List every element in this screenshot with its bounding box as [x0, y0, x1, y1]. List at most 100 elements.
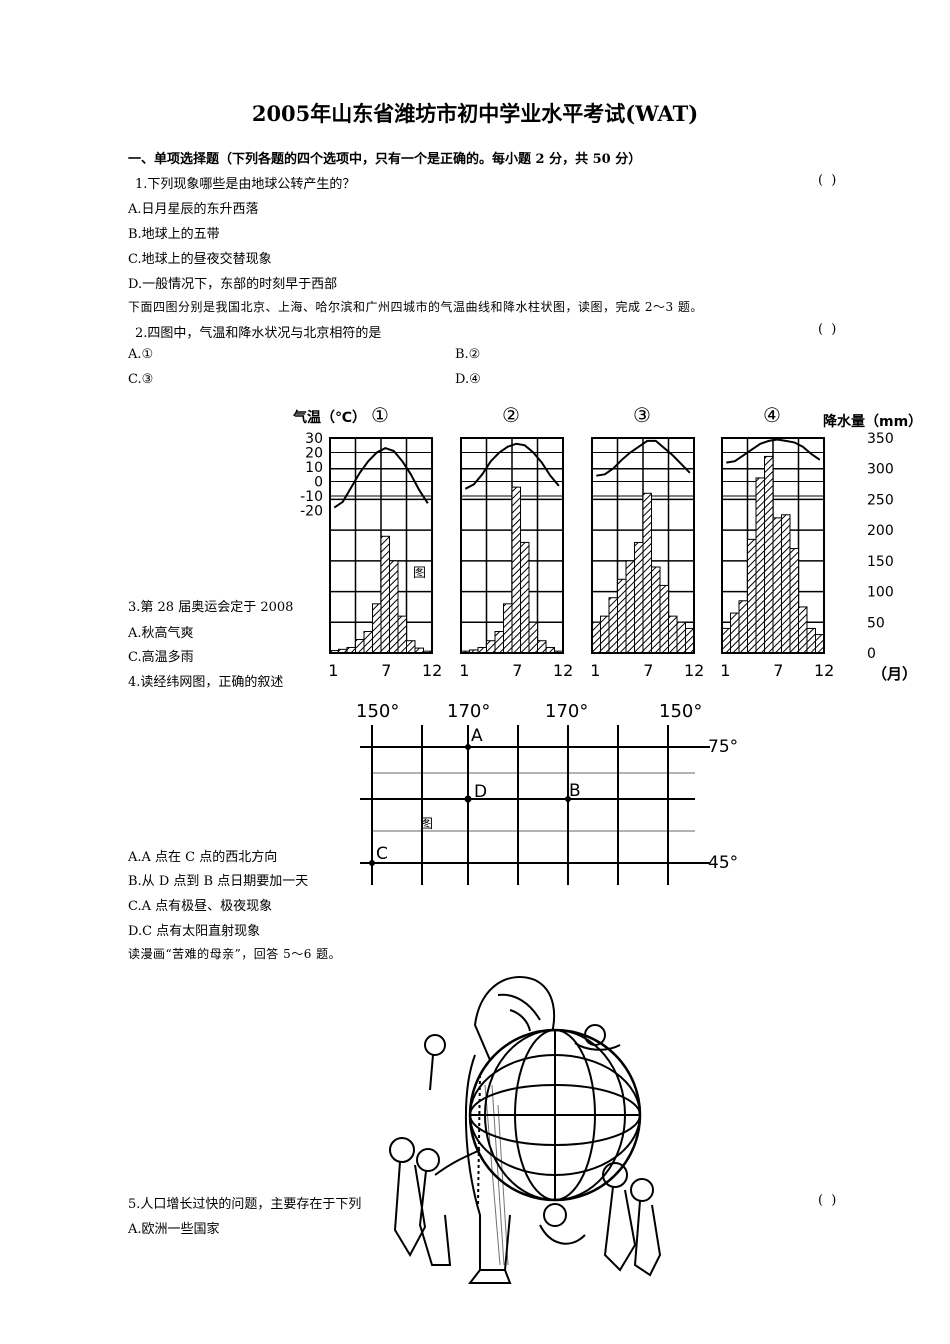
question-3-option-c[interactable]: C.高温多雨: [128, 650, 194, 665]
intro-questions-5-6: 读漫画“苦难的母亲”，回答 5～6 题。: [128, 947, 342, 961]
panel-number-label: ③: [633, 403, 651, 427]
precip-tick-label: 250: [867, 492, 894, 508]
panel-frame: [591, 437, 695, 654]
precip-bar: [355, 638, 365, 654]
precip-bar: [625, 560, 635, 654]
panel-frame: [721, 437, 825, 654]
month-tick-label: 1: [720, 661, 730, 680]
question-5-answer-bracket[interactable]: ( ): [818, 1193, 839, 1208]
precip-bar: [668, 615, 678, 654]
precip-bar: [634, 541, 644, 654]
temperature-curve: [464, 442, 560, 490]
question-3-stem: 3.第 28 届奥运会定于 2008: [128, 600, 294, 615]
precip-bar: [730, 612, 740, 654]
question-2-option-c[interactable]: C.③: [128, 372, 154, 387]
question-2-option-b[interactable]: B.②: [455, 347, 481, 362]
figure-caption-2: 图: [420, 817, 434, 832]
temp-tick-label: 0: [314, 475, 323, 491]
question-5-stem: 5.人口增长过快的问题，主要存在于下列: [128, 1197, 362, 1212]
precip-bar: [511, 486, 521, 654]
question-1-option-c[interactable]: C.地球上的昼夜交替现象: [128, 252, 272, 267]
temp-tick-label: 10: [305, 460, 323, 476]
question-4-option-b[interactable]: B.从 D 点到 B 点日期要加一天: [128, 874, 309, 889]
month-tick-label: 7: [512, 661, 522, 680]
precip-bar: [617, 578, 627, 654]
point-a-label: A: [471, 726, 483, 746]
precip-bar: [676, 621, 686, 654]
temp-tick-label: 30: [305, 431, 323, 447]
question-3-option-a[interactable]: A.秋高气爽: [128, 626, 194, 641]
precip-bar: [503, 603, 513, 654]
question-1-answer-bracket[interactable]: ( ): [818, 173, 839, 188]
precip-tick-label: 350: [867, 431, 894, 447]
precip-bar: [781, 514, 791, 654]
point-c-label: C: [376, 844, 388, 864]
cartoon-suffering-mother: [389, 976, 662, 1284]
temp-tick-label: -20: [300, 504, 323, 520]
month-unit-label: （月）: [872, 665, 915, 683]
month-tick-label: 12: [553, 661, 573, 680]
point-a-marker: [465, 744, 471, 750]
point-d-label: D: [474, 782, 487, 802]
climate-panel-4: ④ 1 7 12: [720, 403, 834, 680]
precip-bar: [372, 603, 382, 654]
exam-title: 2005年山东省潍坊市初中学业水平考试(WAT): [251, 101, 699, 126]
temperature-curve: [333, 447, 429, 509]
question-1-option-a[interactable]: A.日月星辰的东升西落: [128, 202, 259, 217]
question-1-stem: 1.下列现象哪些是由地球公转产生的？: [135, 177, 356, 192]
precip-tick-label: 100: [867, 585, 894, 601]
precip-tick-label: 150: [867, 554, 894, 570]
question-4-option-d[interactable]: D.C 点有太阳直射现象: [128, 924, 261, 939]
map-lon-label-2: 170°: [447, 701, 490, 722]
precip-bar: [486, 640, 496, 654]
precip-bar: [738, 600, 748, 654]
precip-bar: [397, 615, 407, 654]
precip-bar: [520, 541, 530, 654]
month-tick-label: 12: [684, 661, 704, 680]
question-4-stem: 4.读经纬网图，正确的叙述: [128, 675, 284, 690]
panel-number-label: ④: [763, 403, 781, 427]
precip-bar: [685, 627, 695, 654]
intro-questions-2-3: 下面四图分别是我国北京、上海、哈尔滨和广州四城市的气温曲线和降水柱状图，读图，完…: [128, 300, 703, 314]
precip-bar: [755, 477, 765, 654]
precip-tick-label: 200: [867, 523, 894, 539]
precip-bar: [798, 606, 808, 654]
month-tick-label: 7: [773, 661, 783, 680]
question-5-option-a[interactable]: A.欧洲一些国家: [128, 1222, 220, 1237]
month-tick-label: 12: [422, 661, 442, 680]
precip-tick-label: 300: [867, 462, 894, 478]
question-2-option-a[interactable]: A.①: [128, 347, 154, 362]
precip-bar: [537, 640, 547, 654]
question-1-option-d[interactable]: D.一般情况下，东部的时刻早于西部: [128, 277, 338, 292]
question-4-option-a[interactable]: A.A 点在 C 点的西北方向: [128, 850, 278, 865]
precip-bar: [747, 538, 757, 654]
precip-bar: [600, 615, 610, 654]
precip-bar: [642, 492, 652, 654]
question-1-option-b[interactable]: B.地球上的五带: [128, 227, 220, 242]
panel-number-label: ②: [502, 403, 520, 427]
question-4-option-c[interactable]: C.A 点有极昼、极夜现象: [128, 899, 273, 914]
precip-bar: [815, 634, 825, 654]
month-tick-label: 12: [814, 661, 834, 680]
lat-long-grid-map: 150° 170° 170° 150° 75° 45° A D B C: [356, 701, 738, 885]
precip-tick-label: 0: [867, 646, 876, 662]
month-tick-label: 7: [381, 661, 391, 680]
precip-bar: [651, 566, 661, 654]
question-2-option-d[interactable]: D.④: [455, 372, 481, 387]
point-b-label: B: [569, 781, 581, 801]
month-tick-label: 1: [590, 661, 600, 680]
precip-bar: [363, 631, 373, 654]
precip-bar: [389, 560, 399, 654]
panel-frame: [460, 437, 564, 654]
month-tick-label: 7: [643, 661, 653, 680]
question-2-answer-bracket[interactable]: ( ): [818, 322, 839, 337]
question-2-stem: 2.四图中，气温和降水状况与北京相符的是: [135, 326, 382, 341]
precip-bar: [806, 627, 816, 654]
precip-axis-label: 降水量（mm）: [823, 413, 915, 430]
map-lat-label-45: 45°: [708, 853, 738, 873]
precip-bar: [591, 621, 601, 654]
section-heading: 一、单项选择题（下列各题的四个选项中，只有一个是正确的。每小题 2 分，共 50…: [128, 152, 642, 167]
temp-tick-label: 20: [305, 446, 323, 462]
